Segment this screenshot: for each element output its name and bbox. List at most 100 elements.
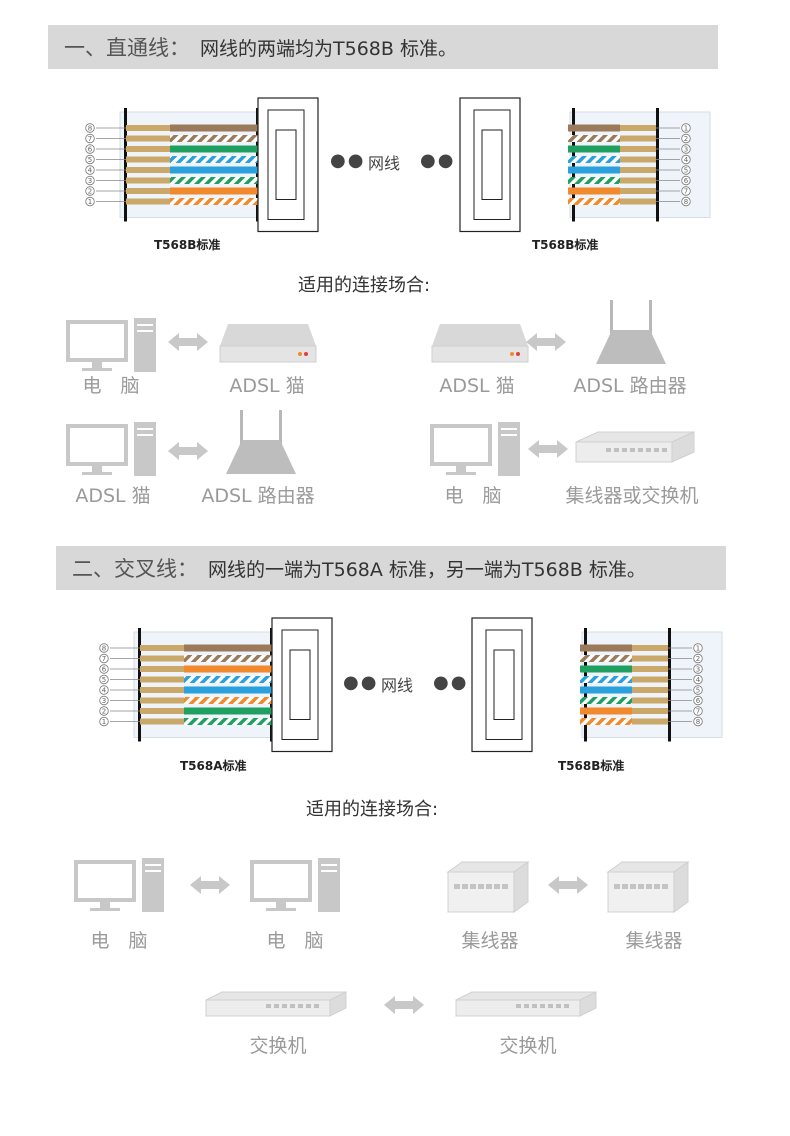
pin-marker (99, 653, 109, 664)
cable-dots-left: ●● (330, 150, 366, 171)
gold-contact (632, 687, 668, 693)
gold-contact (620, 135, 656, 142)
double-arrow-icon (384, 996, 424, 1014)
pin-marker (85, 144, 95, 154)
pin-marker (85, 175, 95, 186)
pin-marker (681, 186, 691, 196)
pin-marker (85, 154, 95, 165)
pin-marker (681, 144, 691, 154)
wire-orange-white (170, 198, 258, 205)
section1-number: 一、直通线： (64, 36, 190, 60)
wire-orange-white (580, 718, 632, 725)
pair3-b-caption: ADSL 路由器 (201, 485, 315, 507)
pin-number: 1 (684, 125, 688, 133)
computer-icon (250, 858, 340, 912)
gold-contact (126, 198, 170, 205)
wire-brown (568, 124, 620, 132)
gold-contact (620, 198, 656, 205)
pin-number: 7 (684, 188, 688, 196)
wire-blue-white (568, 156, 620, 163)
hub-icon (446, 861, 530, 913)
pin-marker (99, 706, 109, 716)
pin-marker (681, 123, 691, 133)
double-arrow-icon (526, 333, 566, 351)
section1-description: 网线的两端均为T568B 标准。 (200, 37, 457, 60)
pin-number: 6 (88, 146, 93, 154)
gold-contact (140, 655, 184, 662)
wire-green (568, 145, 620, 153)
pin-number: 2 (102, 708, 106, 716)
section2-number: 二、交叉线： (72, 557, 198, 581)
pin-marker (85, 165, 95, 175)
contact-edge (656, 108, 659, 222)
pin-marker (693, 664, 703, 674)
crossover-pair2-b-caption: 集线器 (625, 930, 683, 952)
cable-dots-left: ●● (343, 672, 379, 693)
section2-banner: 二、交叉线： 网线的一端为T568A 标准，另一端为T568B 标准。 (56, 546, 726, 590)
gold-contact (140, 645, 184, 651)
pair1-a-caption: 电 脑 (82, 375, 140, 397)
double-arrow-icon (548, 876, 588, 894)
pin-number: 5 (684, 167, 688, 175)
gold-contact (126, 188, 170, 194)
pair2-a-caption: ADSL 猫 (439, 375, 515, 397)
pin-marker (85, 186, 95, 196)
crossover-pair3-a-caption: 交换机 (249, 1035, 307, 1057)
pin-marker (681, 196, 691, 207)
pin-number: 8 (102, 645, 106, 653)
gold-contact (140, 676, 184, 683)
pin-marker (681, 133, 691, 144)
pin-marker (693, 685, 703, 695)
computer-icon (430, 422, 520, 476)
pin-number: 6 (684, 177, 689, 185)
gold-contact (140, 718, 184, 725)
pin-marker (681, 175, 691, 186)
gold-contact (620, 125, 656, 131)
section1-cable-label: 网线 (368, 154, 401, 173)
pin-marker (99, 643, 109, 653)
pin-number: 8 (696, 718, 700, 726)
wire-brown (170, 124, 258, 132)
pin-number: 2 (684, 135, 688, 143)
pin-marker (99, 716, 109, 727)
adsl-router-icon (596, 300, 666, 364)
wire-brown-white (580, 655, 632, 662)
pin-number: 7 (102, 655, 106, 663)
crossover-pair3-b-caption: 交换机 (499, 1035, 557, 1057)
wire-blue (568, 166, 620, 174)
gold-contact (620, 167, 656, 173)
pin-number: 4 (684, 156, 689, 164)
pin-marker (693, 674, 703, 685)
section1-subtitle: 适用的连接场合: (298, 275, 431, 296)
pin-number: 3 (684, 146, 688, 154)
gold-contact (632, 697, 668, 704)
computer-icon (66, 422, 156, 476)
pin-number: 4 (102, 687, 107, 695)
crossover-pair1-b-caption: 电 脑 (266, 930, 324, 952)
gold-contact (620, 188, 656, 194)
wire-blue-white (170, 156, 258, 163)
adsl-router-icon (226, 410, 296, 474)
pin-marker (85, 133, 95, 144)
wire-green-white (170, 177, 258, 184)
section1-left-standard: T568B标准 (154, 238, 221, 252)
pin-number: 2 (696, 655, 700, 663)
contact-edge (124, 108, 127, 222)
pin-number: 4 (696, 676, 701, 684)
wire-green-white (580, 697, 632, 704)
pin-number: 7 (88, 135, 92, 143)
switch-icon (575, 431, 695, 463)
gold-contact (632, 718, 668, 725)
gold-contact (126, 135, 170, 142)
gold-contact (126, 146, 170, 152)
double-arrow-icon (190, 876, 230, 894)
hub-icon (606, 861, 690, 913)
pin-number: 5 (696, 687, 700, 695)
pin-number: 5 (88, 156, 92, 164)
section2-description: 网线的一端为T568A 标准，另一端为T568B 标准。 (208, 558, 646, 581)
double-arrow-icon (168, 442, 208, 460)
gold-contact (140, 708, 184, 714)
pin-marker (693, 643, 703, 653)
gold-contact (140, 697, 184, 704)
